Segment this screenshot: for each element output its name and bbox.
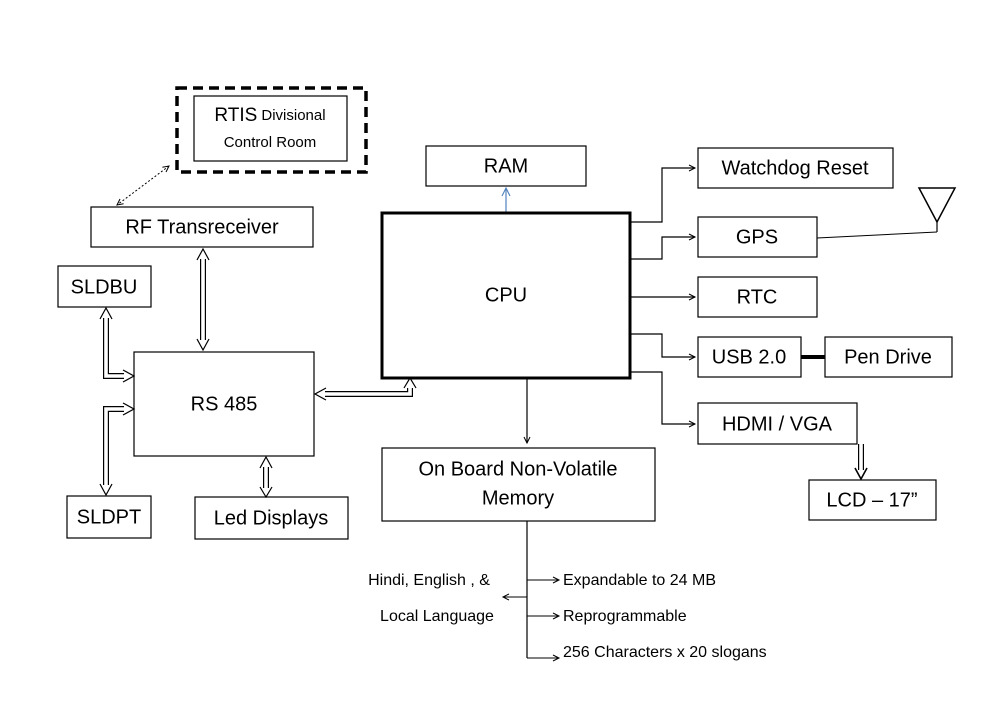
feature-language-line2: Local Language (380, 608, 494, 625)
cpu-box (380, 211, 632, 380)
sldbu-label: SLDBU (71, 276, 138, 298)
rtc-label: RTC (737, 286, 778, 308)
hdmi-vga-label: HDMI / VGA (722, 413, 833, 435)
hdmi-vga-box (697, 402, 858, 445)
lcd-box (808, 479, 937, 521)
feature-language-line1: Hindi, English , & (368, 572, 490, 589)
sldbu-box (57, 265, 152, 308)
gps-box (697, 216, 818, 258)
cpu-watchdog-connector (630, 164, 697, 223)
memory-box (381, 447, 656, 522)
cpu-label: CPU (485, 284, 527, 306)
rf-transreceiver-box (90, 206, 314, 248)
sldpt-box (66, 495, 152, 539)
rtis-box (193, 95, 348, 162)
usb-label: USB 2.0 (712, 346, 786, 368)
watchdog-box (697, 147, 894, 189)
rs485-cpu-double-arrow (313, 376, 417, 401)
gps-antenna-wire (816, 231, 938, 239)
sldbu-rs485-double-arrow (99, 306, 136, 383)
rf-rs485-double-arrow (196, 247, 210, 352)
cpu-usb-connector (630, 333, 697, 361)
rs485-led-double-arrow (259, 455, 273, 499)
rtis-label-line2: Control Room (224, 134, 317, 151)
gps-label: GPS (736, 226, 778, 248)
ram-box (425, 145, 587, 187)
ram-label: RAM (484, 155, 528, 177)
lcd-label: LCD – 17” (826, 489, 917, 511)
rs485-label: RS 485 (191, 393, 258, 415)
cpu-gps-connector (630, 233, 697, 260)
sldpt-label: SLDPT (77, 506, 141, 528)
watchdog-label: Watchdog Reset (721, 157, 869, 179)
rs485-box (133, 351, 315, 457)
memory-label-line1: On Board Non-Volatile (418, 458, 617, 480)
rf-transreceiver-label: RF Transreceiver (125, 216, 279, 238)
pen-drive-box (824, 336, 953, 378)
feature-reprogrammable: Reprogrammable (563, 608, 687, 625)
hdmi-lcd-thick-arrow (854, 444, 868, 481)
rf-rtis-wireless-link (117, 166, 169, 205)
led-displays-box (194, 496, 349, 540)
rtc-box (697, 276, 818, 318)
sldpt-rs485-double-arrow (99, 402, 136, 497)
rtis-dashed-border (175, 86, 368, 174)
feature-expandable: Expandable to 24 MB (563, 572, 716, 589)
pen-drive-label: Pen Drive (844, 346, 932, 368)
led-displays-label: Led Displays (214, 507, 329, 529)
antenna-icon (917, 187, 957, 232)
memory-label-line2: Memory (482, 487, 554, 509)
cpu-hdmi-connector (630, 371, 697, 428)
feature-slogans: 256 Characters x 20 slogans (563, 644, 767, 661)
